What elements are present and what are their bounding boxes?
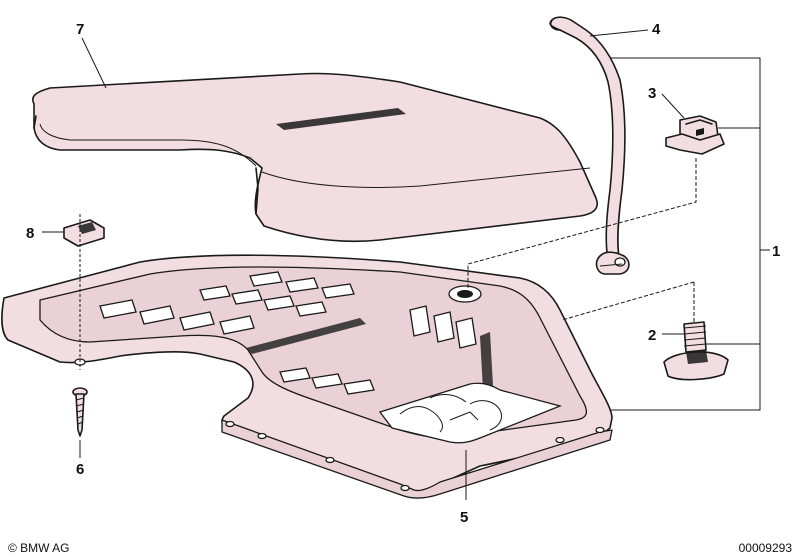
- label-part-4: 4: [652, 21, 661, 38]
- label-part-2: 2: [648, 327, 656, 344]
- spring-nut[interactable]: [63, 219, 105, 247]
- label-part-5: 5: [460, 509, 468, 526]
- floor-cover-panel[interactable]: [32, 72, 598, 243]
- drawing-number: 00009293: [739, 541, 793, 555]
- support-rod[interactable]: [549, 16, 630, 275]
- label-part-8: 8: [26, 225, 34, 242]
- clip-nut[interactable]: [665, 115, 725, 155]
- tapping-screw[interactable]: [72, 387, 88, 437]
- wing-bolt[interactable]: [663, 321, 729, 381]
- copyright-text: © BMW AG: [8, 541, 70, 555]
- trunk-floor-tray[interactable]: [1, 254, 613, 499]
- label-part-3: 3: [648, 85, 656, 102]
- leader-lines: [42, 29, 770, 500]
- label-part-7: 7: [76, 21, 84, 38]
- label-part-1: 1: [772, 243, 780, 260]
- label-part-6: 6: [76, 461, 84, 478]
